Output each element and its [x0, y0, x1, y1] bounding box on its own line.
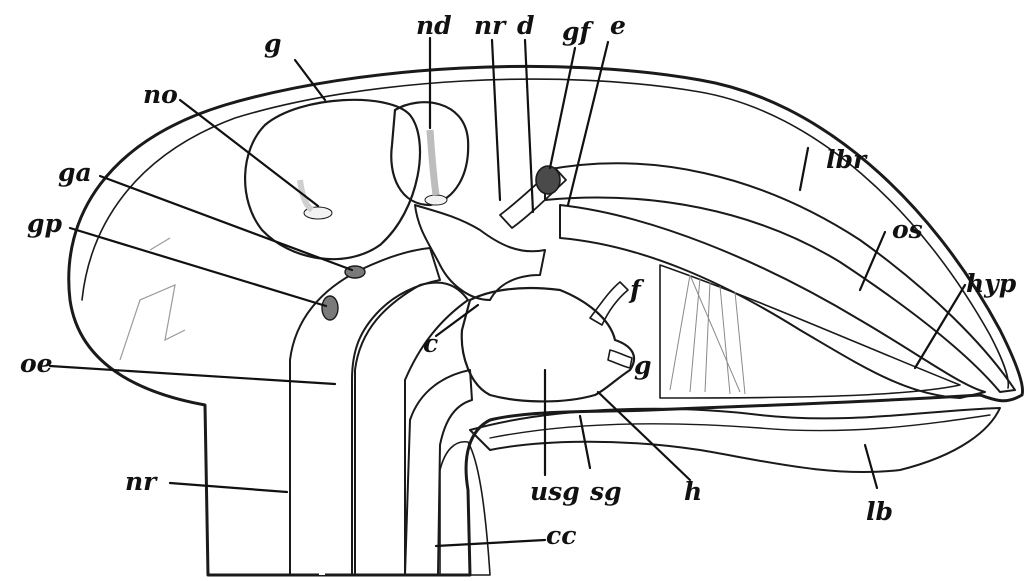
labium-inner-line	[489, 414, 991, 439]
label-gf: gf	[562, 17, 594, 46]
leader-lines	[48, 36, 967, 548]
label-hyp: hyp	[966, 269, 1017, 298]
lower-tube	[404, 369, 473, 576]
label-c: c	[423, 329, 438, 358]
labium	[469, 407, 1001, 473]
label-cc: cc	[546, 521, 576, 550]
oesophagus-lumen	[319, 271, 433, 575]
deutocerebrum-lobe	[390, 101, 470, 207]
suboesophageal-ganglion	[460, 286, 636, 403]
labrum-band	[544, 162, 1016, 393]
nerve-g	[607, 349, 633, 369]
head-outline	[67, 64, 1025, 577]
head-inner-rim	[81, 78, 1010, 389]
label-nr-top: nr	[474, 11, 507, 40]
label-gp: gp	[27, 209, 62, 238]
label-no: no	[143, 80, 178, 109]
nerve-cord	[354, 281, 469, 576]
label-usg: usg	[530, 477, 580, 506]
label-f: f	[628, 275, 645, 304]
frontal-ganglion	[535, 165, 561, 195]
hatched-structure	[439, 441, 491, 576]
supraoesophageal-ganglion	[244, 98, 422, 261]
label-sg: sg	[589, 477, 622, 506]
faint-sketch	[119, 237, 186, 361]
hypopharynx	[659, 264, 961, 399]
circumoesophageal-connective	[414, 204, 546, 301]
brain-highlight-2	[424, 194, 448, 206]
label-d: d	[517, 11, 534, 40]
nerve-f	[589, 281, 629, 326]
label-e: e	[610, 11, 626, 40]
label-oe: oe	[20, 349, 53, 378]
frontal-ganglion-stalk	[499, 167, 567, 229]
label-lb: lb	[866, 497, 893, 526]
label-nd: nd	[416, 11, 452, 40]
label-nr-bottom: nr	[125, 467, 158, 496]
label-g: g	[264, 29, 281, 58]
label-g2: g	[634, 351, 651, 380]
muscle-fibres	[669, 274, 746, 395]
lobe-sheen	[426, 129, 440, 196]
label-h: h	[684, 477, 702, 506]
label-ga: ga	[58, 158, 92, 187]
oesophagus-tube	[289, 247, 441, 576]
ganglion-p	[321, 295, 339, 321]
brain-sheen	[297, 179, 314, 213]
oesophageal-arm	[559, 204, 986, 399]
label-os: os	[892, 215, 923, 244]
label-lbr: lbr	[826, 145, 868, 174]
